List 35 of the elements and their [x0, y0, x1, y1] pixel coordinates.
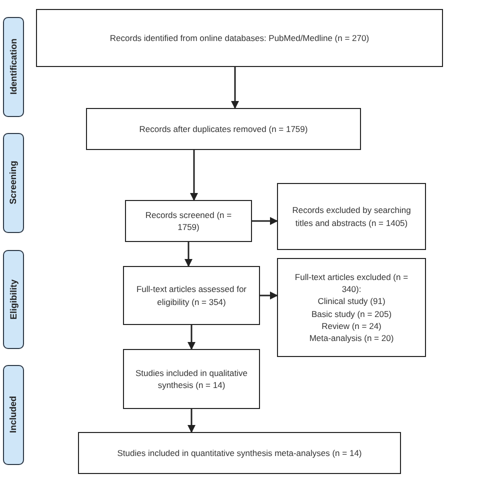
stage-label: Identification [6, 39, 19, 95]
box-text: Studies included in qualitative synthesis (n = 14) [134, 366, 248, 392]
process-box [78, 432, 401, 474]
stage-band [3, 365, 24, 465]
stage-label: Included [6, 396, 19, 434]
process-box [277, 183, 426, 250]
arrow [252, 217, 278, 225]
box-text: Clinical study (91) [318, 295, 386, 308]
box-text: Basic study (n = 205) [311, 308, 392, 320]
arrow [190, 150, 198, 201]
stage-label: Eligibility [6, 279, 20, 320]
process-box [277, 258, 426, 357]
box-text: Records excluded by searching titles and abstracts (n = 1405) [291, 204, 412, 229]
process-box [86, 108, 361, 150]
arrow [260, 292, 278, 300]
stage-band [3, 133, 24, 233]
process-box [123, 266, 260, 325]
process-box [125, 200, 252, 242]
process-box [123, 349, 260, 409]
process-box [36, 9, 443, 67]
box-text: Records screened (n = 1759) [144, 208, 233, 234]
box-text: Records after duplicates removed (n = 1759) [139, 122, 308, 136]
box-text: Meta-analysis (n = 20) [309, 332, 394, 344]
arrow [231, 67, 239, 109]
box-text: Studies included in quantitative synthesis meta-analyses (n = 14) [117, 446, 362, 460]
stage-band [3, 250, 24, 349]
stage-label: Screening [6, 161, 19, 205]
arrow [188, 409, 196, 433]
arrow [188, 325, 196, 350]
arrow [184, 242, 192, 267]
stage-band [3, 17, 24, 117]
box-text: Full-text articles excluded (n = 340): [294, 270, 410, 296]
box-text: Records identified from online databases: PubMed/Medline (n = 270) [110, 32, 370, 44]
box-text: Full-text articles assessed for eligibility (n = 354) [135, 283, 248, 308]
box-text: Review (n = 24) [322, 320, 382, 332]
